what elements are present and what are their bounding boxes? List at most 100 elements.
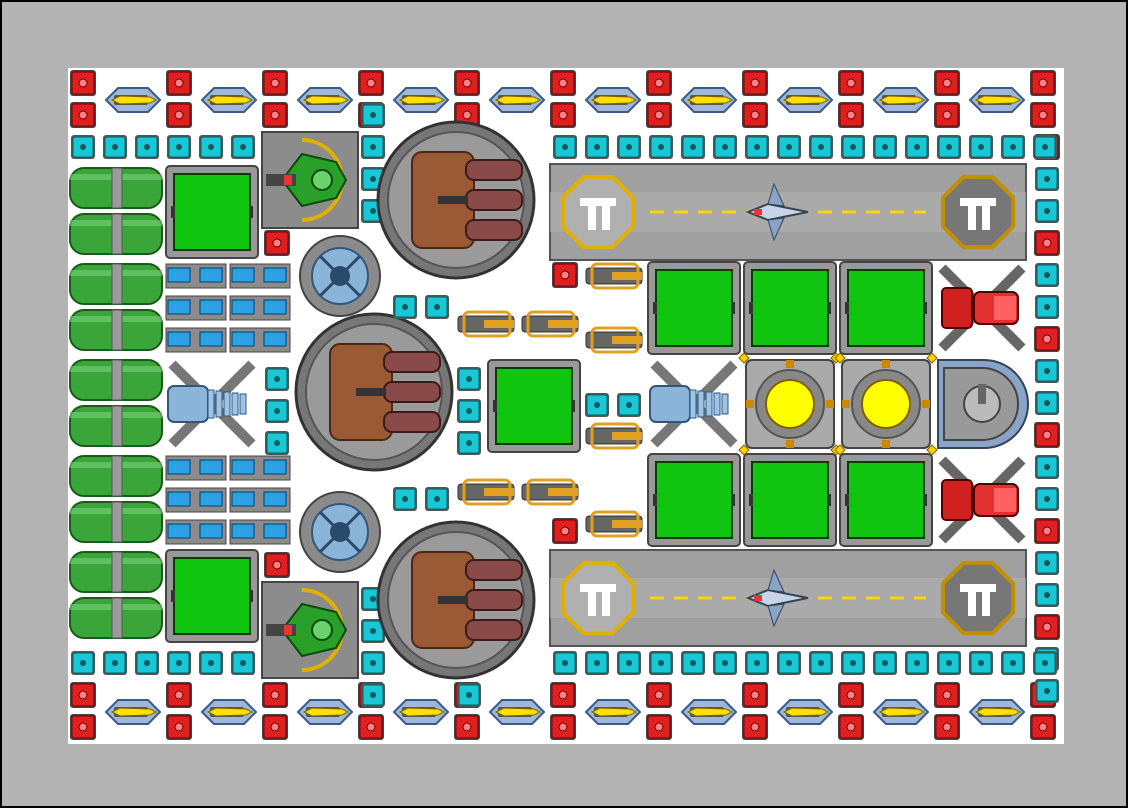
armor-block-icon[interactable]: [1034, 518, 1060, 544]
armor-block-icon[interactable]: [742, 714, 768, 740]
armor-block-icon[interactable]: [166, 102, 192, 128]
heavy-thruster-icon[interactable]: [938, 456, 1026, 544]
shield-node-icon[interactable]: [1035, 295, 1059, 319]
armor-block-icon[interactable]: [166, 714, 192, 740]
shield-node-icon[interactable]: [745, 135, 769, 159]
launch-pad-icon[interactable]: [560, 560, 636, 636]
heavy-thruster-icon[interactable]: [938, 264, 1026, 352]
large-turret-icon[interactable]: [294, 312, 454, 472]
power-generator-icon[interactable]: [647, 261, 741, 355]
shield-node-icon[interactable]: [1035, 583, 1059, 607]
shield-node-icon[interactable]: [841, 651, 865, 675]
armor-block-icon[interactable]: [934, 102, 960, 128]
armor-block-icon[interactable]: [1034, 614, 1060, 640]
shield-node-icon[interactable]: [457, 431, 481, 455]
shield-node-icon[interactable]: [1001, 135, 1025, 159]
armor-block-icon[interactable]: [934, 682, 960, 708]
armor-block-icon[interactable]: [1030, 102, 1056, 128]
missile-launcher-icon[interactable]: [392, 699, 450, 725]
shield-node-icon[interactable]: [873, 135, 897, 159]
plasma-turret-icon[interactable]: [261, 131, 359, 229]
thruster-icon[interactable]: [165, 327, 227, 353]
shield-node-icon[interactable]: [745, 651, 769, 675]
armor-block-icon[interactable]: [742, 70, 768, 96]
shield-node-icon[interactable]: [135, 651, 159, 675]
reactor-core-icon[interactable]: [738, 352, 842, 456]
armor-block-icon[interactable]: [742, 102, 768, 128]
shield-node-icon[interactable]: [425, 487, 449, 511]
thruster-icon[interactable]: [165, 455, 227, 481]
armor-block-icon[interactable]: [70, 714, 96, 740]
shield-node-icon[interactable]: [649, 135, 673, 159]
armor-block-icon[interactable]: [358, 70, 384, 96]
armor-block-icon[interactable]: [454, 70, 480, 96]
sensor-pod-icon[interactable]: [299, 491, 381, 573]
power-generator-icon[interactable]: [165, 165, 259, 259]
shield-node-icon[interactable]: [809, 135, 833, 159]
shield-node-icon[interactable]: [231, 651, 255, 675]
fuel-tank-icon[interactable]: [69, 455, 163, 543]
shield-node-icon[interactable]: [265, 367, 289, 391]
thruster-icon[interactable]: [165, 519, 227, 545]
armor-block-icon[interactable]: [1034, 422, 1060, 448]
missile-launcher-icon[interactable]: [680, 87, 738, 113]
armor-block-icon[interactable]: [166, 682, 192, 708]
armor-block-icon[interactable]: [358, 714, 384, 740]
shield-node-icon[interactable]: [585, 651, 609, 675]
shield-node-icon[interactable]: [1035, 167, 1059, 191]
cannon-icon[interactable]: [521, 310, 579, 338]
shield-node-icon[interactable]: [1035, 487, 1059, 511]
armor-block-icon[interactable]: [838, 682, 864, 708]
shield-node-icon[interactable]: [905, 135, 929, 159]
armor-block-icon[interactable]: [646, 70, 672, 96]
armor-block-icon[interactable]: [70, 70, 96, 96]
command-bridge-icon[interactable]: [937, 359, 1029, 449]
armor-block-icon[interactable]: [934, 714, 960, 740]
missile-launcher-icon[interactable]: [968, 699, 1026, 725]
thruster-icon[interactable]: [229, 519, 291, 545]
large-turret-icon[interactable]: [376, 120, 536, 280]
power-generator-icon[interactable]: [165, 549, 259, 643]
shield-node-icon[interactable]: [167, 135, 191, 159]
fuel-tank-icon[interactable]: [69, 167, 163, 255]
shield-node-icon[interactable]: [1035, 199, 1059, 223]
armor-block-icon[interactable]: [454, 714, 480, 740]
shield-node-icon[interactable]: [713, 651, 737, 675]
armor-block-icon[interactable]: [550, 682, 576, 708]
shield-node-icon[interactable]: [969, 651, 993, 675]
shield-node-icon[interactable]: [457, 399, 481, 423]
shield-node-icon[interactable]: [617, 651, 641, 675]
shield-node-icon[interactable]: [777, 651, 801, 675]
shield-node-icon[interactable]: [265, 431, 289, 455]
shield-node-icon[interactable]: [553, 651, 577, 675]
shield-node-icon[interactable]: [167, 651, 191, 675]
armor-block-icon[interactable]: [552, 262, 578, 288]
thruster-icon[interactable]: [229, 263, 291, 289]
armor-block-icon[interactable]: [742, 682, 768, 708]
armor-block-icon[interactable]: [264, 552, 290, 578]
armor-block-icon[interactable]: [934, 70, 960, 96]
shield-node-icon[interactable]: [1035, 263, 1059, 287]
cannon-icon[interactable]: [585, 326, 643, 354]
shield-node-icon[interactable]: [1033, 135, 1057, 159]
shield-node-icon[interactable]: [1001, 651, 1025, 675]
power-generator-icon[interactable]: [487, 359, 581, 453]
shield-node-icon[interactable]: [937, 651, 961, 675]
shield-node-icon[interactable]: [713, 135, 737, 159]
armor-block-icon[interactable]: [646, 714, 672, 740]
shield-node-icon[interactable]: [457, 367, 481, 391]
shield-node-icon[interactable]: [1035, 391, 1059, 415]
shield-node-icon[interactable]: [1035, 551, 1059, 575]
thruster-icon[interactable]: [229, 295, 291, 321]
armor-block-icon[interactable]: [1034, 326, 1060, 352]
armor-block-icon[interactable]: [838, 70, 864, 96]
shield-node-icon[interactable]: [135, 135, 159, 159]
shield-node-icon[interactable]: [553, 135, 577, 159]
missile-launcher-icon[interactable]: [584, 699, 642, 725]
fuel-tank-icon[interactable]: [69, 359, 163, 447]
missile-launcher-icon[interactable]: [680, 699, 738, 725]
shield-node-icon[interactable]: [681, 651, 705, 675]
thruster-icon[interactable]: [229, 455, 291, 481]
armor-block-icon[interactable]: [262, 714, 288, 740]
cannon-icon[interactable]: [585, 422, 643, 450]
